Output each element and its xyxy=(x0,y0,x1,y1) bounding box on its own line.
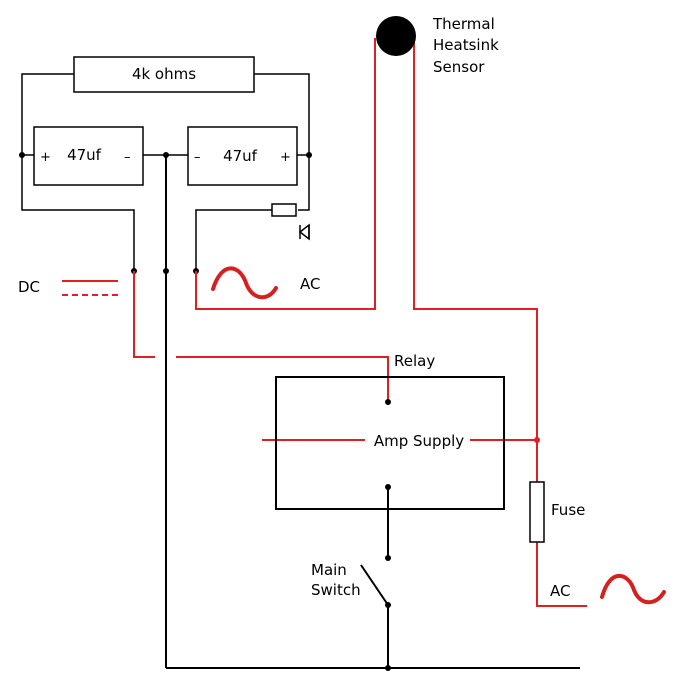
ac-top-label: AC xyxy=(300,275,320,293)
fuse-label: Fuse xyxy=(551,501,585,519)
amp-supply-label: Amp Supply xyxy=(374,432,464,450)
wire-fuse-to-ac xyxy=(536,542,587,607)
main-switch xyxy=(360,487,391,671)
main-switch-label-2: Switch xyxy=(311,581,361,599)
junction-dot xyxy=(306,152,312,158)
thermal-label-3: Sensor xyxy=(433,58,485,76)
cap-right-plus: + xyxy=(280,150,291,165)
wire-dc-left xyxy=(133,271,155,358)
cap-right-minus: – xyxy=(194,150,201,165)
junction-dot xyxy=(163,152,169,158)
amp-supply-box xyxy=(275,376,505,510)
wire-right-rail xyxy=(254,73,310,211)
red-wiring xyxy=(62,38,587,607)
relay-contact-dot xyxy=(385,399,391,405)
capacitor-left xyxy=(33,126,144,186)
cap-left-plus: + xyxy=(40,150,51,165)
wire-thermal-to-fuse xyxy=(413,38,538,482)
fuse-icon xyxy=(529,481,545,543)
diode-body xyxy=(271,203,297,217)
relay-label: Relay xyxy=(394,352,435,370)
thermal-sensor-icon xyxy=(376,16,416,56)
dc-label: DC xyxy=(18,278,40,296)
cap-left-minus: – xyxy=(124,150,131,165)
wire-dc-to-relay xyxy=(176,356,389,402)
black-wiring-top xyxy=(19,56,580,669)
ac-wave-icon xyxy=(211,266,278,300)
cap-right-label: 47uf xyxy=(223,147,258,165)
junction-dot xyxy=(19,152,25,158)
capacitor-right xyxy=(187,126,298,186)
main-switch-label-1: Main xyxy=(311,561,347,579)
thermal-label-2: Heatsink xyxy=(433,36,499,54)
diode-symbol-icon xyxy=(298,223,310,241)
cap-left-label: 47uf xyxy=(67,146,102,164)
wire-left-rail xyxy=(21,73,135,271)
ac-bottom-label: AC xyxy=(550,582,570,600)
junction-dot xyxy=(163,268,169,274)
ac-wave-icon xyxy=(600,573,666,605)
thermal-label-1: Thermal xyxy=(432,15,495,33)
resistor-label: 4k ohms xyxy=(132,65,196,83)
junction-dot-red xyxy=(534,437,540,443)
wire-ac-to-thermal xyxy=(195,38,376,310)
wire-diode-to-ac xyxy=(195,209,272,271)
